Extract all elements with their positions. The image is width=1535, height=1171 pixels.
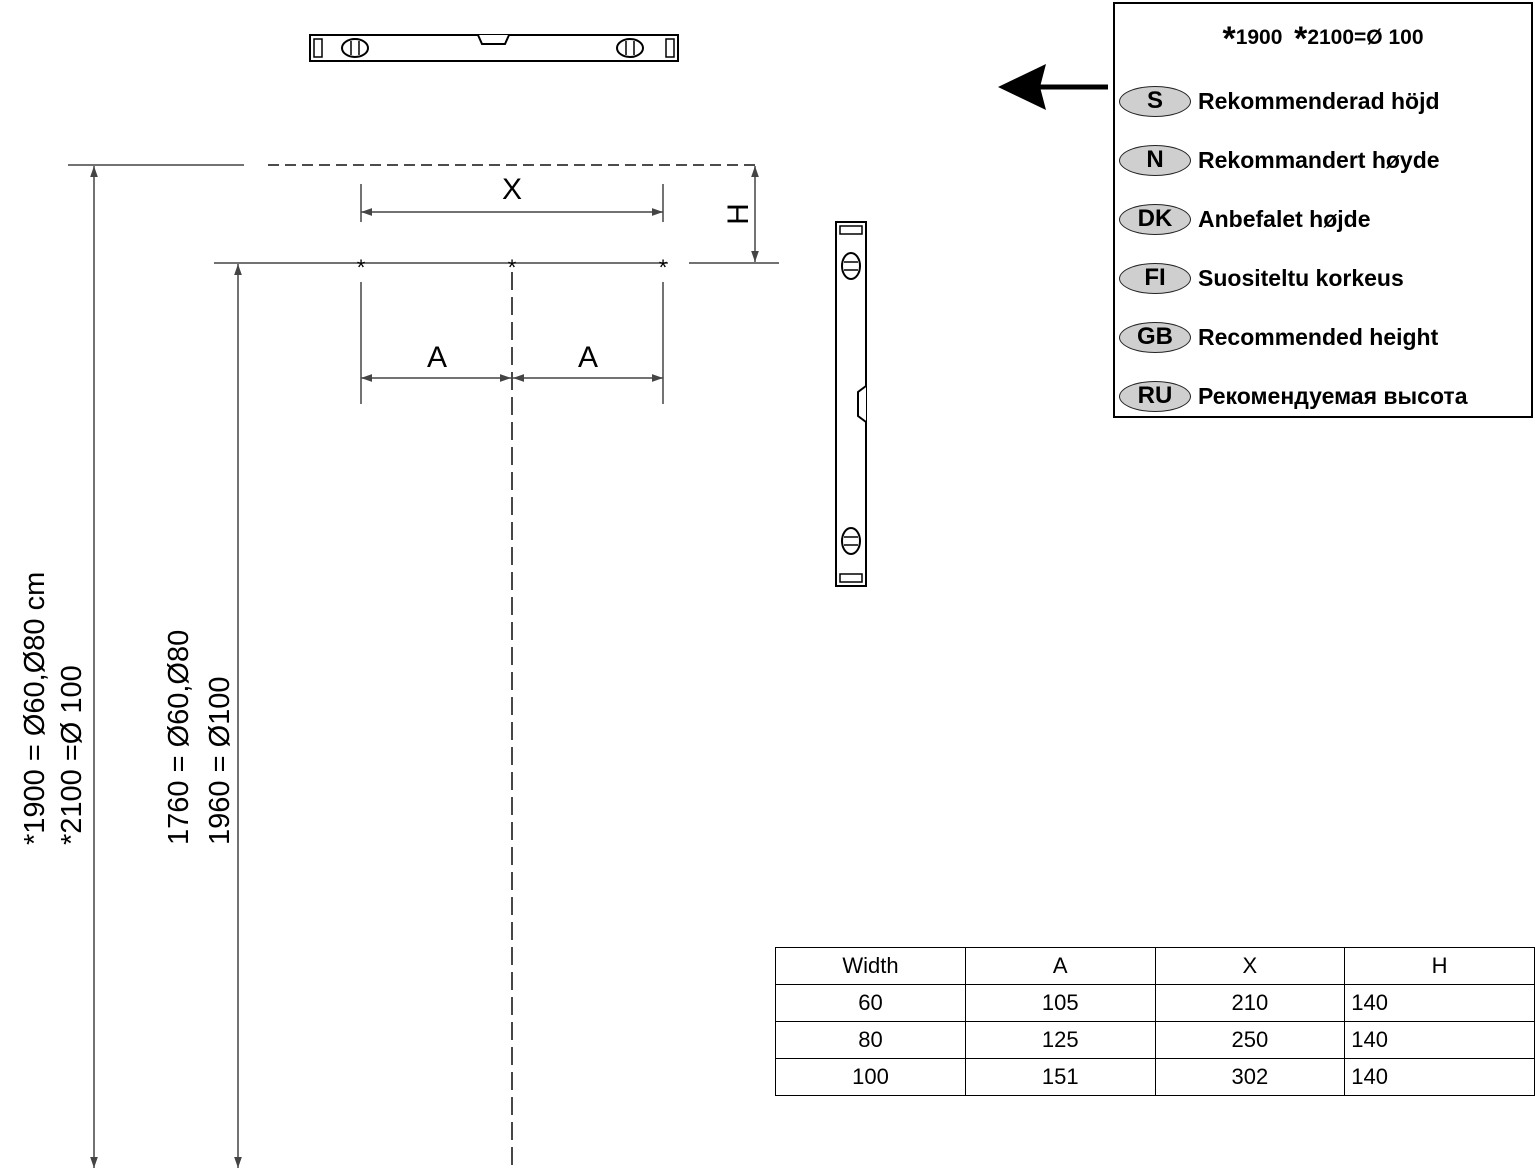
- legend-text-ru: Рекомендуемая высота: [1198, 382, 1468, 409]
- col-header-width: Width: [775, 947, 966, 985]
- cell-width: 80: [775, 1021, 966, 1059]
- inner-height-line1: 1760 = Ø60,Ø80: [163, 630, 195, 845]
- legend-text-dk: Anbefalet højde: [1198, 205, 1371, 232]
- cell-width: 100: [775, 1058, 966, 1096]
- x-label: X: [502, 173, 522, 206]
- col-header-h: H: [1344, 947, 1535, 985]
- cell-a: 105: [964, 984, 1156, 1022]
- legend-code-s: S: [1119, 85, 1191, 117]
- legend-row-dk: DK Anbefalet højde: [1119, 201, 1371, 237]
- legend-code-dk: DK: [1119, 203, 1191, 235]
- table-row: 100 151 302 140: [775, 1058, 1535, 1096]
- spirit-level-vertical: [835, 221, 867, 587]
- spirit-level-horizontal: [309, 34, 679, 62]
- pointer-arrow: [998, 64, 1108, 110]
- legend-star-2: *: [1294, 20, 1308, 58]
- legend-row-ru: RU Рекомендуемая высота: [1119, 378, 1468, 414]
- legend-header-a: 1900: [1235, 26, 1283, 49]
- legend-row-n: N Rekommandert høyde: [1119, 142, 1440, 178]
- cell-x: 250: [1154, 1021, 1346, 1059]
- legend-header-b: 2100=Ø 100: [1307, 26, 1424, 49]
- legend-star-1: *: [1222, 20, 1236, 58]
- h-label: H: [722, 203, 755, 225]
- cell-a: 125: [964, 1021, 1156, 1059]
- outer-height-line2: *2100 =Ø 100: [56, 665, 88, 845]
- dimension-arrows: [90, 166, 759, 1168]
- cell-width: 60: [775, 984, 966, 1022]
- legend-text-gb: Recommended height: [1198, 323, 1439, 350]
- legend-box: *1900 *2100=Ø 100 S Rekommenderad höjd N…: [1113, 2, 1533, 418]
- legend-header: *1900 *2100=Ø 100: [1115, 20, 1531, 59]
- cell-h: 140: [1344, 1021, 1535, 1059]
- cell-x: 210: [1154, 984, 1346, 1022]
- outer-height-label: *1900 = Ø60,Ø80 cm *2100 =Ø 100: [19, 572, 88, 845]
- legend-text-fi: Suositeltu korkeus: [1198, 264, 1404, 291]
- table-row: 80 125 250 140: [775, 1021, 1535, 1059]
- mounting-marks: * * *: [357, 255, 668, 280]
- mark-center: *: [508, 255, 517, 280]
- legend-code-ru: RU: [1119, 380, 1191, 412]
- legend-text-n: Rekommandert høyde: [1198, 146, 1440, 173]
- mark-left: *: [357, 255, 366, 280]
- col-header-a: A: [964, 947, 1156, 985]
- col-header-x: X: [1154, 947, 1346, 985]
- table-header-row: Width A X H: [775, 947, 1535, 985]
- legend-row-gb: GB Recommended height: [1119, 319, 1438, 355]
- cell-h: 140: [1344, 984, 1535, 1022]
- cell-h: 140: [1344, 1058, 1535, 1096]
- outer-height-line1: *1900 = Ø60,Ø80 cm: [19, 572, 51, 845]
- legend-row-fi: FI Suositeltu korkeus: [1119, 260, 1404, 296]
- cell-a: 151: [964, 1058, 1156, 1096]
- table-row: 60 105 210 140: [775, 984, 1535, 1022]
- legend-code-n: N: [1119, 144, 1191, 176]
- a-right-label: A: [578, 341, 598, 374]
- a-left-label: A: [427, 341, 447, 374]
- inner-height-label: 1760 = Ø60,Ø80 1960 = Ø100: [163, 630, 236, 845]
- legend-code-gb: GB: [1119, 321, 1191, 353]
- mark-right: *: [659, 255, 668, 280]
- legend-row-s: S Rekommenderad höjd: [1119, 83, 1440, 119]
- legend-code-fi: FI: [1119, 262, 1191, 294]
- inner-height-line2: 1960 = Ø100: [204, 676, 236, 845]
- cell-x: 302: [1154, 1058, 1346, 1096]
- legend-text-s: Rekommenderad höjd: [1198, 87, 1440, 114]
- dimension-table: Width A X H 60 105 210 140 80 125 250 14…: [775, 947, 1535, 1096]
